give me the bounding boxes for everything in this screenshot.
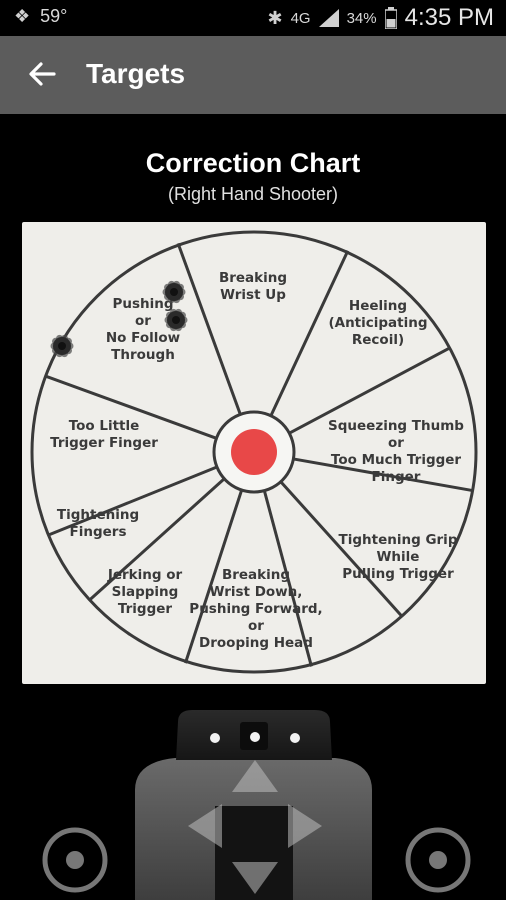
segment-label-line: Pulling Trigger (342, 566, 454, 582)
segment-label-line: Tightening (57, 507, 139, 523)
segment-label-line: or (388, 435, 404, 451)
dpad-arrows-icon[interactable] (188, 760, 322, 894)
right-target-button[interactable] (405, 827, 471, 893)
pistol-icon (135, 710, 372, 900)
back-arrow-icon[interactable] (24, 56, 60, 92)
battery-percent: 34% (346, 9, 377, 27)
clock: 4:35 PM (404, 4, 494, 31)
dpad-right[interactable] (288, 804, 322, 848)
segment-label-line: Wrist Down, (210, 584, 303, 600)
segment-label-line: Fingers (70, 524, 127, 540)
segment-label-line: or (135, 313, 151, 329)
segment-label-line: (Anticipating (328, 315, 427, 331)
wheel-divider (176, 242, 242, 415)
gun-control-area (0, 700, 506, 900)
segment-label-line: Jerking or (107, 567, 183, 583)
app-bar: Targets (0, 36, 506, 114)
wheel-divider (44, 374, 217, 440)
wheel-divider (47, 465, 218, 537)
segment-label-line: Through (111, 347, 175, 363)
wheel-divider (293, 457, 473, 493)
segment-label-line: Too Little (69, 418, 140, 434)
wheel-divider (88, 477, 226, 602)
segment-label-line: Wrist Up (220, 287, 286, 303)
dropbox-icon: ❖ (14, 6, 31, 26)
dpad-up[interactable] (232, 760, 278, 792)
segment-label-line: Finger (372, 469, 421, 485)
dpad-down[interactable] (232, 862, 278, 894)
battery-icon (384, 7, 397, 29)
signal-icon (318, 9, 339, 27)
status-bar: ❖ 59° ✱ 4G 34% 4:35 PM (0, 0, 506, 36)
left-target-button[interactable] (42, 827, 108, 893)
wheel-divider (279, 480, 404, 618)
segment-label-line: No Follow (106, 330, 180, 346)
chart-title: Correction Chart (145, 148, 361, 178)
segment-label-line: Breaking (219, 270, 287, 286)
segment-label-line: While (377, 549, 420, 565)
bullseye (231, 429, 277, 475)
bullet-hole (162, 280, 186, 304)
segment-label-line: Trigger (118, 601, 172, 617)
segment-label-line: or (248, 618, 264, 634)
bullet-hole (164, 308, 188, 332)
segment-label-line: Tightening Grip (339, 532, 458, 548)
bluetooth-icon: ✱ (267, 7, 283, 28)
segment-label-line: Too Much Trigger (331, 452, 462, 468)
segment-label-line: Slapping (112, 584, 179, 600)
segment-label-line: Recoil) (352, 332, 404, 348)
wheel-outer-ring (30, 230, 478, 674)
segment-label-line: Squeezing Thumb (328, 418, 464, 434)
temperature-text: 59° (40, 6, 68, 26)
page-title: Targets (86, 58, 186, 89)
segment-label-line: Drooping Head (199, 635, 313, 651)
segment-label-line: Pushing Forward, (189, 601, 322, 617)
dpad-left[interactable] (188, 804, 222, 848)
chart-subtitle: (Right Hand Shooter) (167, 184, 339, 204)
wheel-divider (183, 489, 244, 664)
wheel-divider (269, 250, 350, 417)
segment-label-line: Breaking (222, 567, 290, 583)
segment-label-line: Pushing (112, 296, 173, 312)
wheel-divider (262, 490, 313, 667)
wheel-divider (288, 346, 451, 435)
network-type: 4G (290, 9, 311, 27)
segment-label-line: Trigger Finger (50, 435, 158, 451)
segment-label-line: Heeling (349, 298, 407, 314)
bullet-hole (50, 334, 74, 358)
